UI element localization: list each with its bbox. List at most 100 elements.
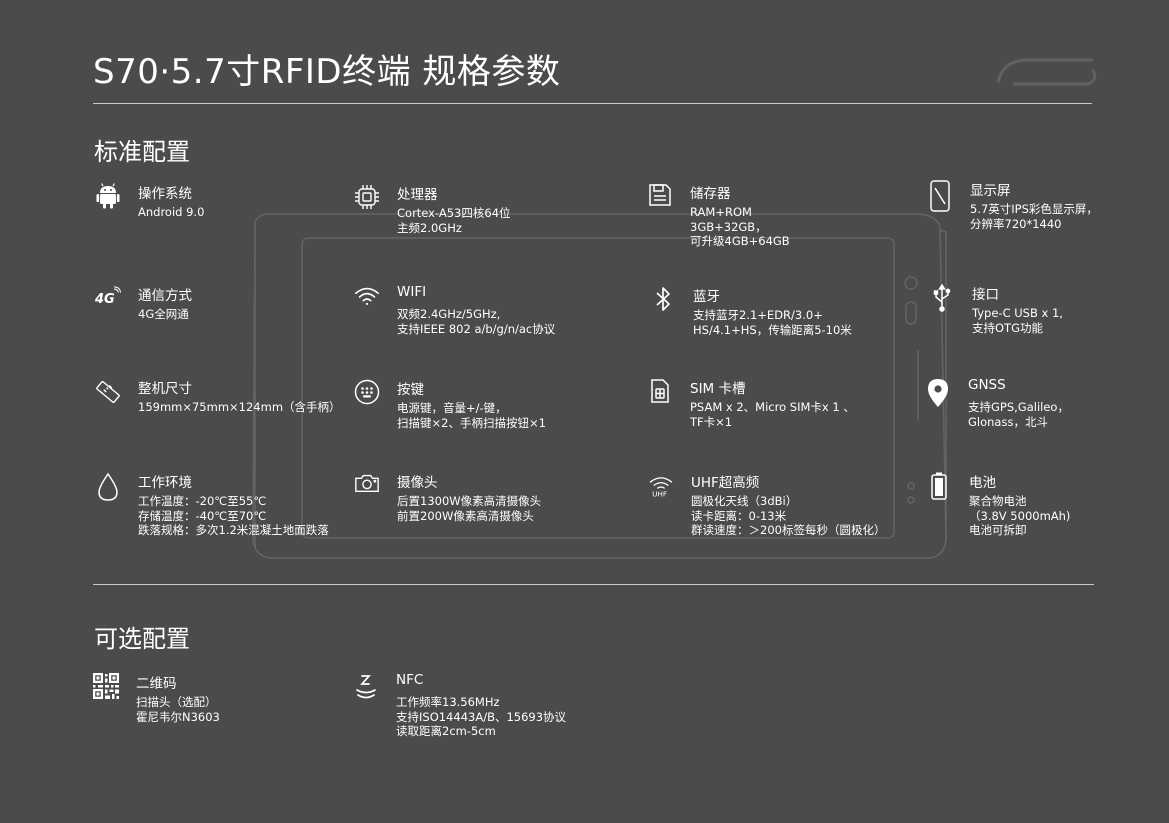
spec-values: 聚合物电池（3.8V 5000mAh)电池可拆卸 bbox=[969, 494, 1070, 538]
spec-value-line: 工作频率13.56MHz bbox=[396, 695, 500, 709]
optional-section-heading: 可选配置 bbox=[94, 625, 190, 653]
spec-value-line: 4G全网通 bbox=[138, 307, 189, 321]
spec-value-line: 支持OTG功能 bbox=[972, 320, 1043, 335]
standard-section-heading: 标准配置 bbox=[94, 138, 190, 166]
spec-value-line: Glonass，北斗 bbox=[968, 414, 1048, 429]
spec-value-line: 电源键，音量+/-键， bbox=[397, 401, 507, 415]
spec-values: 圆极化天线（3dBi）读卡距离：0-13米群读速度：＞200标签每秒（圆极化） bbox=[691, 494, 885, 538]
spec-value-line: PSAM x 2、Micro SIM卡x 1 、 bbox=[690, 400, 855, 414]
spec-values: 4G全网通 bbox=[138, 307, 189, 322]
spec-value-line: 跌落规格：多次1.2米混凝土地面跌落 bbox=[138, 523, 329, 537]
sim-card-icon bbox=[647, 378, 673, 408]
spec-value-line: 霍尼韦尔N3603 bbox=[136, 709, 220, 724]
storage-icon bbox=[647, 183, 673, 213]
spec-value-line: （3.8V 5000mAh) bbox=[969, 508, 1071, 523]
svg-text:UHF: UHF bbox=[652, 490, 667, 499]
spec-label: 摄像头 bbox=[397, 475, 438, 491]
spec-value-line: 支持IEEE 802 a/b/g/n/ac协议 bbox=[397, 321, 556, 336]
spec-values: 电源键，音量+/-键，扫描键×2、手柄扫描按钮×1 bbox=[397, 401, 546, 430]
battery-icon bbox=[926, 472, 952, 502]
spec-values: Android 9.0 bbox=[138, 205, 204, 220]
usb-icon bbox=[929, 284, 955, 314]
spec-value-line: Android 9.0 bbox=[138, 205, 205, 219]
spec-label: 储存器 bbox=[690, 186, 731, 202]
android-icon bbox=[95, 183, 121, 213]
spec-label: 接口 bbox=[972, 287, 999, 303]
spec-value-line: 电池可拆卸 bbox=[969, 523, 1027, 537]
spec-label: GNSS bbox=[968, 377, 1006, 393]
spec-values: 支持GPS,Galileo，Glonass，北斗 bbox=[968, 400, 1069, 429]
spec-values: 159mm×75mm×124mm（含手柄） bbox=[138, 400, 341, 415]
keypad-icon bbox=[354, 379, 380, 409]
section-divider bbox=[93, 584, 1094, 585]
page-title: S70·5.7寸RFID终端 规格参数 bbox=[93, 52, 561, 92]
phone-screen-icon bbox=[927, 180, 953, 212]
spec-label: NFC bbox=[396, 672, 424, 688]
spec-label: UHF超高频 bbox=[691, 475, 760, 491]
spec-value-line: 扫描头（选配） bbox=[136, 695, 217, 709]
qr-code-icon bbox=[93, 673, 119, 703]
spec-label: WIFI bbox=[397, 284, 427, 300]
location-pin-icon bbox=[925, 378, 951, 408]
spec-label: 处理器 bbox=[397, 187, 438, 203]
spec-value-line: 工作温度：-20℃至55℃ bbox=[138, 494, 267, 508]
spec-value-line: 支持ISO14443A/B、15693协议 bbox=[396, 709, 567, 724]
spec-value-line: 支持GPS,Galileo， bbox=[968, 400, 1069, 414]
spec-value-line: 群读速度：＞200标签每秒（圆极化） bbox=[691, 523, 886, 537]
cpu-icon bbox=[354, 184, 380, 214]
spec-values: 双频2.4GHz/5GHz,支持IEEE 802 a/b/g/n/ac协议 bbox=[397, 307, 555, 336]
spec-value-line: 前置200W像素高清摄像头 bbox=[397, 508, 534, 523]
spec-value-line: 支持蓝牙2.1+EDR/3.0+ bbox=[693, 308, 823, 322]
spec-value-line: 主频2.0GHz bbox=[397, 220, 462, 235]
spec-value-line: Cortex-A53四核64位 bbox=[397, 206, 511, 220]
spec-value-line: 存储温度：-40℃至70℃ bbox=[138, 508, 267, 523]
spec-label: 二维码 bbox=[136, 676, 177, 692]
uhf-icon: UHF bbox=[648, 472, 674, 502]
spec-value-line: TF卡×1 bbox=[690, 414, 733, 429]
spec-label: 通信方式 bbox=[138, 288, 192, 304]
spec-values: 扫描头（选配）霍尼韦尔N3603 bbox=[136, 695, 220, 724]
spec-label: 工作环境 bbox=[138, 475, 192, 491]
title-divider bbox=[93, 103, 1092, 104]
spec-label: 显示屏 bbox=[970, 183, 1011, 199]
4g-icon: 4G bbox=[95, 285, 121, 315]
watermark-logo bbox=[996, 58, 1097, 86]
spec-value-line: 5.7英寸IPS彩色显示屏， bbox=[970, 202, 1098, 216]
nfc-icon bbox=[353, 673, 379, 703]
spec-values: Type-C USB x 1,支持OTG功能 bbox=[972, 306, 1063, 335]
spec-values: Cortex-A53四核64位主频2.0GHz bbox=[397, 206, 511, 235]
wifi-icon bbox=[354, 285, 380, 315]
spec-label: SIM 卡槽 bbox=[690, 381, 746, 397]
spec-values: 后置1300W像素高清摄像头前置200W像素高清摄像头 bbox=[397, 494, 541, 523]
spec-values: 5.7英寸IPS彩色显示屏，分辨率720*1440 bbox=[970, 202, 1098, 231]
spec-value-line: 分辨率720*1440 bbox=[970, 216, 1062, 231]
spec-value-line: HS/4.1+HS，传输距离5-10米 bbox=[693, 322, 852, 337]
spec-values: PSAM x 2、Micro SIM卡x 1 、TF卡×1 bbox=[690, 400, 855, 429]
spec-values: 支持蓝牙2.1+EDR/3.0+HS/4.1+HS，传输距离5-10米 bbox=[693, 308, 852, 337]
spec-value-line: 扫描键×2、手柄扫描按钮×1 bbox=[397, 415, 546, 430]
spec-value-line: 聚合物电池 bbox=[969, 494, 1027, 508]
svg-text:4G: 4G bbox=[95, 292, 115, 307]
spec-label: 蓝牙 bbox=[693, 289, 720, 305]
spec-value-line: Type-C USB x 1, bbox=[972, 306, 1063, 320]
spec-value-line: 圆极化天线（3dBi） bbox=[691, 494, 798, 508]
spec-label: 按键 bbox=[397, 382, 424, 398]
spec-value-line: 可升级4GB+64GB bbox=[690, 234, 790, 248]
spec-value-line: 159mm×75mm×124mm（含手柄） bbox=[138, 400, 341, 414]
water-drop-icon bbox=[95, 472, 121, 502]
spec-label: 整机尺寸 bbox=[138, 381, 192, 397]
ruler-icon bbox=[95, 378, 121, 408]
spec-value-line: RAM+ROM bbox=[690, 205, 752, 219]
spec-value-line: 读卡距离：0-13米 bbox=[691, 508, 787, 523]
bluetooth-icon bbox=[650, 286, 676, 316]
spec-value-line: 3GB+32GB， bbox=[690, 219, 767, 234]
spec-label: 操作系统 bbox=[138, 186, 192, 202]
spec-value-line: 后置1300W像素高清摄像头 bbox=[397, 494, 542, 508]
spec-label: 电池 bbox=[969, 475, 996, 491]
spec-value-line: 双频2.4GHz/5GHz, bbox=[397, 307, 501, 321]
camera-icon bbox=[354, 472, 380, 502]
spec-value-line: 读取距离2cm-5cm bbox=[396, 724, 496, 738]
